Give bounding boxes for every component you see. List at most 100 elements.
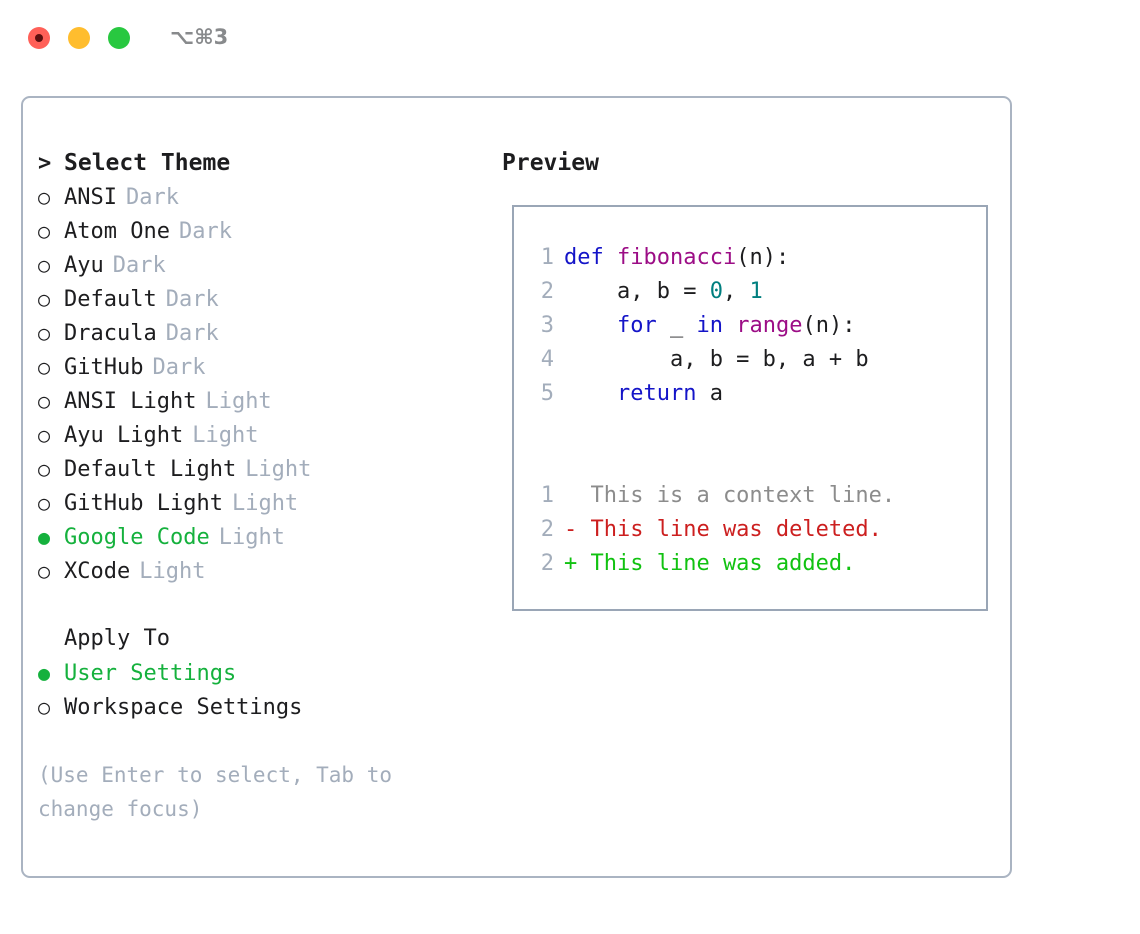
diff-line-text-ctx: This is a context line. (564, 483, 896, 508)
theme-option-variant: Light (192, 423, 259, 448)
minimize-window-button[interactable] (68, 27, 90, 49)
theme-option-variant: Dark (125, 185, 179, 210)
radio-unselected-icon: ○ (38, 253, 51, 277)
radio-unselected-icon: ○ (38, 423, 51, 447)
radio-unselected-icon: ○ (38, 559, 51, 583)
theme-option-google-code[interactable]: ● Google Code Light (38, 520, 488, 554)
theme-option-label: GitHub Light (64, 491, 223, 516)
diff-line-text-del: - This line was deleted. (564, 517, 882, 542)
theme-option-label: Default (64, 287, 157, 312)
theme-option-variant: Dark (165, 287, 219, 312)
theme-option-github-light[interactable]: ○ GitHub Light Light (38, 486, 488, 520)
radio-unselected-icon: ○ (38, 185, 51, 209)
code-token-kw: in (696, 313, 723, 338)
code-line-text: for _ in range(n): (554, 313, 855, 338)
radio-selected-icon: ● (38, 661, 51, 685)
diff-line-number: 2 (540, 551, 554, 576)
radio-unselected-icon: ○ (38, 491, 51, 515)
radio-unselected-icon: ○ (38, 219, 51, 243)
code-line: 5 return a (528, 377, 986, 411)
code-line: 3 for _ in range(n): (528, 309, 986, 343)
radio-unselected-icon: ○ (38, 355, 51, 379)
theme-option-variant: Light (218, 525, 285, 550)
apply-to-option-user-settings[interactable]: ● User Settings (38, 656, 488, 690)
code-line-text: return a (554, 381, 723, 406)
code-token-pl (564, 381, 617, 406)
diff-line-number: 2 (540, 517, 554, 542)
diff-line: 1 This is a context line. (528, 479, 986, 513)
theme-option-variant: Dark (165, 321, 219, 346)
theme-option-github[interactable]: ○ GitHub Dark (38, 350, 488, 384)
theme-option-label: Ayu (64, 253, 104, 278)
apply-to-option-workspace-settings[interactable]: ○ Workspace Settings (38, 690, 488, 724)
code-line-number: 4 (540, 347, 554, 372)
theme-option-ansi-light[interactable]: ○ ANSI Light Light (38, 384, 488, 418)
theme-option-label: ANSI Light (64, 389, 197, 414)
code-line-number: 3 (540, 313, 554, 338)
theme-option-default[interactable]: ○ Default Dark (38, 282, 488, 316)
code-line-number: 2 (540, 279, 554, 304)
theme-picker-title: Select Theme (64, 150, 231, 176)
radio-unselected-icon: ○ (38, 389, 51, 413)
code-line-number: 5 (540, 381, 554, 406)
apply-to-option-label: Workspace Settings (64, 695, 303, 720)
code-token-fn: range (736, 313, 803, 338)
close-window-button[interactable] (28, 27, 50, 49)
theme-option-variant: Light (205, 389, 272, 414)
maximize-window-button[interactable] (108, 27, 130, 49)
code-token-num: 1 (749, 279, 763, 304)
theme-option-label: Dracula (64, 321, 157, 346)
radio-unselected-icon: ○ (38, 695, 51, 719)
theme-option-label: XCode (64, 559, 131, 584)
apply-to-title: Apply To (64, 626, 170, 651)
code-token-pl: _ (656, 313, 697, 338)
apply-to-option-label: User Settings (64, 661, 237, 686)
code-token-pl (564, 313, 617, 338)
theme-option-label: Default Light (64, 457, 237, 482)
theme-option-ansi[interactable]: ○ ANSI Dark (38, 180, 488, 214)
theme-option-atom-one[interactable]: ○ Atom One Dark (38, 214, 488, 248)
theme-option-variant: Dark (152, 355, 206, 380)
radio-unselected-icon: ○ (38, 287, 51, 311)
prompt-caret-icon: > (38, 151, 52, 176)
spacer-line (528, 445, 986, 479)
code-token-pl: a, b = b, a + b (564, 347, 869, 372)
theme-option-default-light[interactable]: ○ Default Light Light (38, 452, 488, 486)
code-token-pl (723, 313, 736, 338)
theme-option-variant: Dark (178, 219, 232, 244)
code-line: 2 a, b = 0, 1 (528, 275, 986, 309)
diff-line-text-add: + This line was added. (564, 551, 856, 576)
theme-option-variant: Light (245, 457, 312, 482)
radio-unselected-icon: ○ (38, 457, 51, 481)
code-token-pl: a (696, 381, 723, 406)
apply-to-header: Apply To (38, 622, 488, 656)
code-token-num: 0 (709, 279, 723, 304)
theme-option-label: GitHub (64, 355, 144, 380)
code-line-text: a, b = b, a + b (554, 347, 869, 372)
diff-line: 2 - This line was deleted. (528, 513, 986, 547)
apply-to-list: ● User Settings ○ Workspace Settings (38, 656, 488, 724)
spacer-line (528, 411, 986, 445)
code-token-kw: def (564, 245, 617, 270)
code-line: 4 a, b = b, a + b (528, 343, 986, 377)
radio-selected-icon: ● (38, 525, 51, 549)
theme-picker-header: > Select Theme (38, 146, 488, 180)
theme-option-label: ANSI (64, 185, 117, 210)
code-token-pl: a, b = (564, 279, 710, 304)
code-line-number: 1 (540, 245, 554, 270)
theme-option-variant: Light (231, 491, 299, 516)
preview-title: Preview (502, 150, 599, 176)
keyboard-shortcut-label: ⌥⌘3 (170, 25, 229, 49)
theme-option-label: Atom One (64, 219, 170, 244)
theme-option-label: Google Code (64, 525, 210, 550)
keyboard-hint-text: (Use Enter to select, Tab to change focu… (38, 763, 393, 821)
